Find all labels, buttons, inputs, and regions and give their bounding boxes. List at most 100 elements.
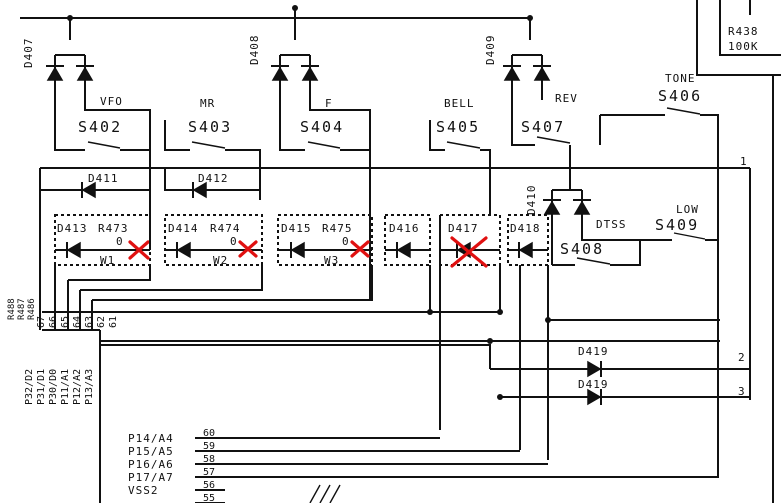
d415-label: D415 (281, 222, 312, 235)
switch-s405 (446, 141, 481, 149)
port-pin-label: P16/A6 (128, 458, 174, 471)
wire (700, 114, 719, 450)
r487-label: R487 (17, 298, 27, 320)
r486-label: R486 (27, 298, 37, 320)
zero-2: 0 (230, 235, 238, 248)
s403-label: S403 (188, 118, 232, 136)
diode-d408b (301, 66, 319, 81)
pin-number: 59 (203, 441, 215, 452)
mr-label: MR (200, 97, 215, 110)
tone-label: TONE (665, 72, 696, 85)
pin-number: 64 (72, 316, 83, 328)
ground-hatch (309, 484, 341, 503)
s405-label: S405 (436, 118, 480, 136)
d417-label: D417 (448, 222, 479, 235)
pin-number: 61 (108, 316, 119, 328)
node-3: 3 (738, 385, 746, 398)
switch-s402 (87, 141, 121, 149)
diode-d409a (503, 66, 521, 81)
d413-label: D413 (57, 222, 88, 235)
frame-corner (696, 0, 781, 76)
port-pin-label: P17/A7 (128, 471, 174, 484)
junction (497, 394, 503, 400)
diode-d408a (271, 66, 289, 81)
wire (80, 265, 263, 291)
pin-number: 66 (48, 316, 59, 328)
node-2: 2 (738, 351, 746, 364)
s407-label: S407 (521, 118, 565, 136)
port-name: P31/D1 (36, 369, 47, 405)
zero-3: 0 (342, 235, 350, 248)
s406-label: S406 (658, 87, 702, 105)
wire (92, 265, 373, 301)
diode-d410a (543, 200, 561, 215)
r473-label: R473 (98, 222, 129, 235)
diode-d410b (573, 200, 591, 215)
wire (195, 450, 719, 478)
switch-s404 (307, 141, 341, 149)
switch-s403 (191, 141, 226, 149)
diode-d414 (176, 241, 191, 259)
switch-s406 (666, 107, 701, 115)
pin-number: 62 (96, 316, 107, 328)
wire (429, 120, 445, 151)
d419a-label: D419 (578, 345, 609, 358)
r438-label: R438 (728, 25, 759, 38)
r438-value: 100K (728, 40, 759, 53)
pin-number: 55 (203, 493, 215, 503)
wire (279, 95, 305, 151)
low-label: LOW (676, 203, 699, 216)
d407-label: D407 (22, 38, 35, 69)
r488-label: R488 (7, 298, 17, 320)
wire (480, 149, 491, 215)
d409-label: D409 (484, 35, 497, 66)
junction (497, 309, 503, 315)
d411-label: D411 (88, 172, 119, 185)
s404-label: S404 (300, 118, 344, 136)
dtss-label: DTSS (596, 218, 627, 231)
d410-label: D410 (525, 185, 538, 216)
diode-d418 (518, 241, 533, 259)
wire (511, 95, 535, 146)
pin-number: 58 (203, 454, 215, 465)
pin-number: 60 (203, 428, 215, 439)
wire (164, 168, 260, 191)
x-mark (128, 240, 150, 260)
d408-label: D408 (248, 35, 261, 66)
r474-label: R474 (210, 222, 241, 235)
port-name: P12/A2 (72, 369, 83, 405)
w1-label: W1 (100, 254, 115, 267)
zero-1: 0 (116, 235, 124, 248)
diode-d415 (290, 241, 305, 259)
d418-label: D418 (510, 222, 541, 235)
rev-label: REV (555, 92, 578, 105)
wire (42, 265, 501, 313)
w2-label: W2 (213, 254, 228, 267)
junction (292, 5, 298, 11)
r475-label: R475 (322, 222, 353, 235)
d419b-label: D419 (578, 378, 609, 391)
pin-number: 57 (203, 467, 215, 478)
wire (68, 265, 151, 281)
diode-d409b (533, 66, 551, 81)
pin-number: 67 (36, 316, 47, 328)
switch-s407 (536, 136, 571, 144)
node-1: 1 (740, 155, 748, 168)
vfo-label: VFO (100, 95, 123, 108)
d414-label: D414 (168, 222, 199, 235)
w3-label: W3 (324, 254, 339, 267)
port-name: P30/D0 (48, 369, 59, 405)
port-pin-label: P15/A5 (128, 445, 174, 458)
x-mark (350, 240, 370, 258)
diode-d411 (81, 181, 96, 199)
pin-number: 65 (60, 316, 71, 328)
port-name: P13/A3 (84, 369, 95, 405)
x-mark (238, 240, 258, 258)
d416-label: D416 (389, 222, 420, 235)
f-label: F (325, 97, 333, 110)
bell-label: BELL (444, 97, 475, 110)
